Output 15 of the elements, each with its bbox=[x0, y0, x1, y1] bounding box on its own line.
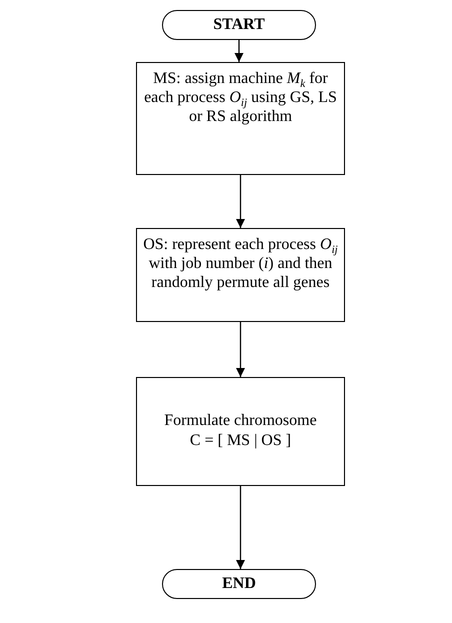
node-label: MS: assign machine M$_{k}$ for each process O$_{ij}$ using GS, LS or RS algorithm bbox=[143, 69, 338, 127]
node-label: START bbox=[213, 15, 265, 35]
node-label: OS: represent each process O$_{ij}$ with job number (i) and then randomly permute all genes bbox=[142, 235, 339, 293]
node-label: END bbox=[222, 574, 256, 594]
arrow bbox=[236, 175, 245, 228]
start-terminal bbox=[162, 10, 316, 40]
arrow bbox=[236, 486, 245, 569]
node-label: Formulate chromosome bbox=[164, 411, 317, 430]
node-label: C = [ MS | OS ] bbox=[190, 430, 292, 450]
arrow bbox=[234, 40, 244, 62]
arrow bbox=[236, 322, 245, 377]
process-box bbox=[136, 62, 345, 175]
end-terminal bbox=[162, 569, 316, 599]
process-box bbox=[136, 377, 345, 486]
process-box bbox=[136, 228, 345, 322]
